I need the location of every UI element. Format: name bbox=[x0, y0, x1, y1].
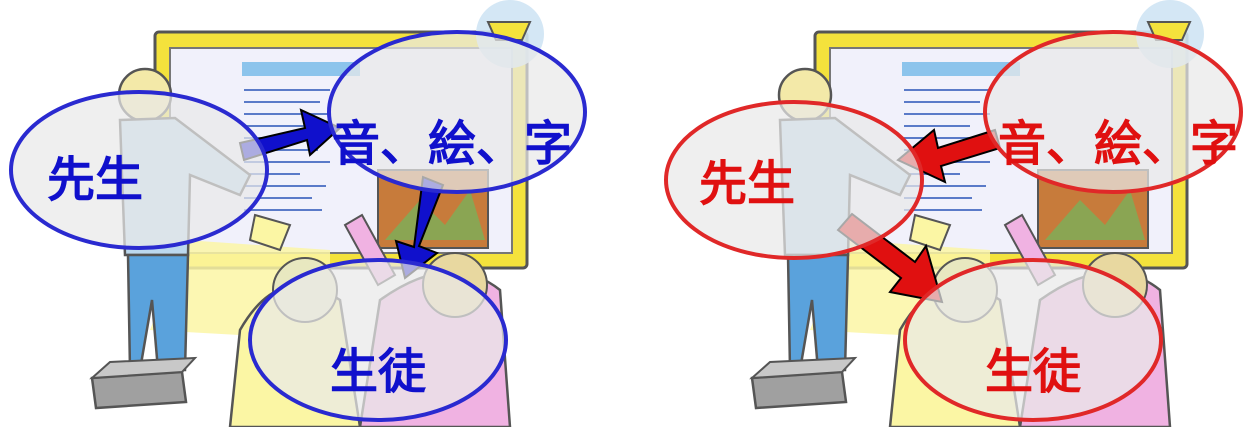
teacher-pants bbox=[126, 253, 190, 372]
ellipse-media bbox=[983, 30, 1243, 194]
ellipse-teacher bbox=[9, 90, 269, 250]
concept-labels: 先生 音、絵、字 生徒 bbox=[47, 116, 572, 400]
label-teacher: 先生 bbox=[47, 152, 143, 208]
teacher-papers bbox=[908, 213, 952, 252]
label-students: 生徒 bbox=[985, 344, 1082, 400]
panel-right: 先生 音、絵、字 生徒 bbox=[664, 0, 1243, 427]
screen-header-bar bbox=[242, 62, 360, 76]
concept-labels: 先生 音、絵、字 生徒 bbox=[699, 116, 1238, 400]
concept-ellipses bbox=[664, 30, 1243, 422]
screen-header-bar bbox=[902, 62, 1020, 76]
projector-top bbox=[89, 356, 198, 380]
projector-top bbox=[749, 356, 858, 380]
screen-picture-detail bbox=[385, 190, 485, 240]
panel-left: 先生 音、絵、字 生徒 bbox=[9, 0, 587, 427]
ellipse-students bbox=[903, 258, 1163, 422]
teacher-pants bbox=[786, 253, 850, 372]
screen-picture-detail bbox=[1045, 190, 1145, 240]
teacher-papers bbox=[248, 213, 292, 252]
label-media: 音、絵、字 bbox=[998, 116, 1238, 172]
label-media: 音、絵、字 bbox=[332, 116, 572, 172]
flow-arrows bbox=[238, 108, 445, 280]
ellipse-teacher bbox=[664, 100, 924, 260]
concept-ellipses bbox=[9, 30, 587, 422]
ellipse-media bbox=[327, 30, 587, 194]
label-teacher: 先生 bbox=[699, 156, 795, 212]
ellipse-students bbox=[248, 258, 508, 422]
label-students: 生徒 bbox=[330, 344, 427, 400]
